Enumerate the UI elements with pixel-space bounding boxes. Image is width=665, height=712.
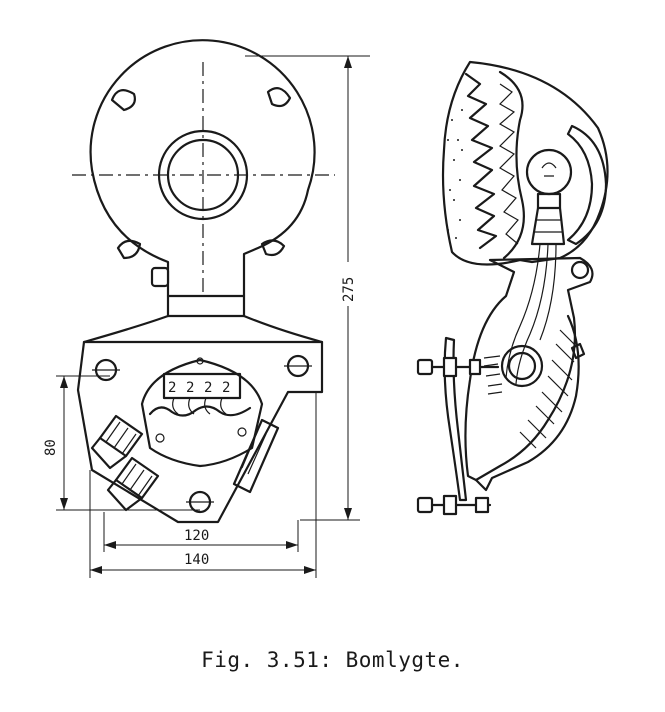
- clamp-plate: [443, 336, 468, 502]
- dim-275-arrow-top: [344, 56, 352, 68]
- head-ear-lower-right: [260, 239, 286, 257]
- dim-275-label: 275: [341, 277, 357, 302]
- dim-80-label: 80: [43, 439, 59, 456]
- terminal-labels: 2 2 2 2: [168, 380, 230, 396]
- reflector-zigzag-inner: [498, 83, 519, 245]
- box-flange: [82, 314, 324, 344]
- junction-box-outline: [76, 340, 324, 524]
- terminal-wave: [148, 405, 252, 417]
- box-hatch: [519, 329, 575, 449]
- front-view: 2 2 2 2 275: [43, 39, 370, 578]
- lamp-bracket: [464, 256, 594, 482]
- terminal-screw-top: [196, 357, 204, 365]
- figure-caption: Fig. 3.51: Bomlygte.: [201, 648, 464, 672]
- cable-gland-upper: [90, 414, 144, 470]
- cable-gland-right: [232, 418, 280, 494]
- wires: [505, 243, 557, 385]
- head-ear-left: [110, 89, 136, 112]
- terminal-label: 2: [186, 380, 194, 396]
- cable-gland-round: [500, 344, 544, 388]
- lens-stipple: [447, 109, 463, 239]
- lamp-shell: [441, 60, 609, 266]
- neck-bolt: [150, 266, 170, 288]
- technical-drawing: 2 2 2 2 275: [43, 39, 609, 578]
- dim-80-arrow-top: [60, 376, 68, 388]
- terminal-label: 2: [168, 380, 176, 396]
- bolt-upper: [416, 356, 500, 378]
- dim-120-arrow-left: [104, 541, 116, 549]
- bulb-icon: [525, 148, 573, 246]
- cable-gland-lower: [106, 456, 160, 512]
- dim-275-arrow-bottom: [344, 508, 352, 520]
- terminal-screw-left: [155, 433, 165, 443]
- junction-box-section: [474, 314, 580, 492]
- reflector: [464, 72, 498, 250]
- dim-120-arrow-right: [286, 541, 298, 549]
- dim-275-label-bg: [336, 262, 360, 306]
- terminal-label: 2: [222, 380, 230, 396]
- reflector-back: [498, 70, 525, 260]
- terminal-marks: [483, 355, 503, 395]
- dim-140-arrow-left: [90, 566, 102, 574]
- cable-gland-round-inner: [507, 351, 537, 381]
- dim-120-label: 120: [184, 528, 209, 544]
- dim-80-arrow-bottom: [60, 498, 68, 510]
- dim-140-arrow-right: [304, 566, 316, 574]
- box-screw-right: [570, 342, 586, 360]
- terminal-block: [162, 372, 242, 400]
- section-view: [416, 60, 609, 516]
- lamp-head-outline: [89, 39, 316, 298]
- terminal-screw-right: [237, 427, 247, 437]
- bracket-screw: [570, 260, 590, 280]
- terminal-housing: [140, 358, 264, 468]
- bolt-lower: [416, 494, 492, 516]
- head-ear-lower-left: [116, 239, 142, 260]
- terminal-wires: [172, 397, 227, 415]
- terminal-label: 2: [204, 380, 212, 396]
- front-cover: [566, 124, 608, 246]
- dim-140-label: 140: [184, 552, 209, 568]
- head-ear-right: [266, 87, 292, 108]
